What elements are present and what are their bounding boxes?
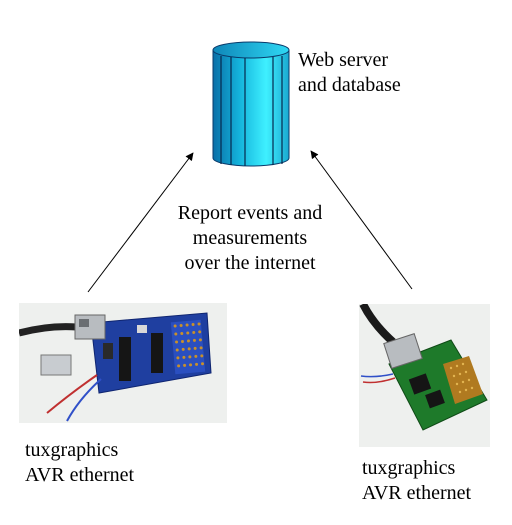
arrow-left-to-server — [87, 152, 194, 293]
device-right-line2: AVR ethernet — [362, 482, 472, 504]
report-label-line1: Report events and — [177, 202, 323, 224]
device-left-line1: tuxgraphics — [25, 439, 119, 461]
arrow-right-to-server — [310, 150, 413, 290]
report-label: Report events and measurements over the … — [140, 201, 360, 276]
report-label-line3: over the internet — [184, 252, 316, 274]
server-label-line1: Web server — [298, 49, 389, 71]
device-label-left: tuxgraphics AVR ethernet — [25, 438, 134, 488]
device-photo-right — [359, 304, 490, 447]
device-photo-left — [19, 303, 227, 423]
server-label: Web server and database — [298, 48, 401, 98]
server-label-line2: and database — [298, 74, 401, 96]
device-label-right: tuxgraphics AVR ethernet — [362, 456, 471, 506]
device-right-line1: tuxgraphics — [362, 457, 456, 479]
report-label-line2: measurements — [192, 227, 308, 249]
device-left-line2: AVR ethernet — [25, 464, 135, 486]
database-icon — [212, 41, 290, 167]
